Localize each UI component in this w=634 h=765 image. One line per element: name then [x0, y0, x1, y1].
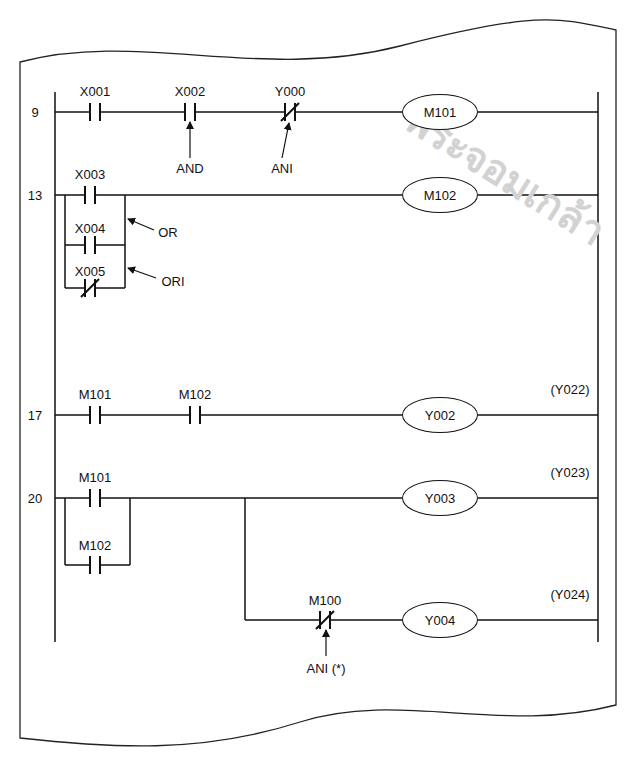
no-contact	[185, 103, 195, 121]
device-name: M102	[79, 539, 112, 552]
rung-number: 13	[28, 189, 42, 202]
instruction-callout: AND	[176, 162, 203, 175]
nc-contact	[316, 611, 334, 629]
instruction-callout: ORI	[161, 275, 184, 288]
contact-symbols	[81, 103, 334, 629]
instruction-callout: ANI (*)	[307, 662, 346, 675]
device-name: M100	[309, 594, 342, 607]
device-name: Y000	[275, 85, 305, 98]
no-contact	[85, 186, 95, 204]
rung-number: 20	[28, 492, 42, 505]
instruction-callout: OR	[158, 226, 178, 239]
no-contact	[85, 236, 95, 254]
leader-arrows	[128, 122, 326, 656]
device-name: X004	[75, 222, 105, 235]
no-contact	[90, 556, 100, 574]
coil-label: Y004	[425, 613, 455, 628]
instruction-callout: ANI	[271, 162, 293, 175]
output-address: (Y024)	[550, 588, 589, 601]
no-contact	[90, 103, 100, 121]
no-contact	[90, 489, 100, 507]
output-address: (Y023)	[550, 466, 589, 479]
device-name: X001	[80, 85, 110, 98]
coil-label: Y002	[425, 408, 455, 423]
coil-label: Y003	[425, 491, 455, 506]
rung-number: 17	[28, 409, 42, 422]
rung-number: 9	[31, 106, 38, 119]
device-name: M101	[79, 388, 112, 401]
coil-label: M101	[424, 105, 457, 120]
nc-contact	[81, 279, 99, 297]
device-name: X003	[75, 168, 105, 181]
coil: M102	[402, 177, 478, 213]
device-name: M101	[79, 471, 112, 484]
coil: M101	[402, 94, 478, 130]
device-name: M102	[179, 388, 212, 401]
no-contact	[90, 406, 100, 424]
coil: Y003	[402, 480, 478, 516]
device-name: X002	[175, 85, 205, 98]
no-contact	[190, 406, 200, 424]
output-address: (Y022)	[550, 383, 589, 396]
nc-contact	[281, 103, 299, 121]
coil-label: M102	[424, 188, 457, 203]
coil: Y002	[402, 397, 478, 433]
paper-outline	[20, 20, 616, 746]
device-name: X005	[75, 265, 105, 278]
coil: Y004	[402, 602, 478, 638]
